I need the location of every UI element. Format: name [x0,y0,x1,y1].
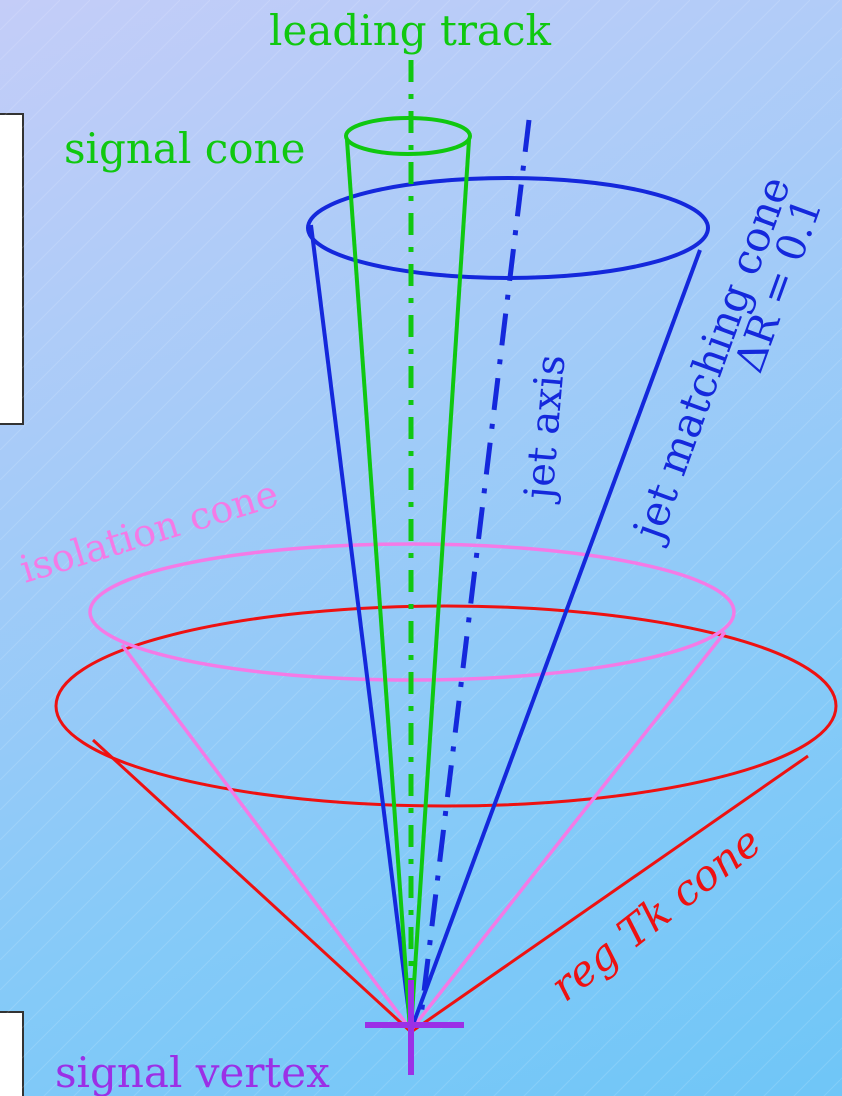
reg-tk-cone-right-edge [410,754,809,1034]
isolation-cone-right-edge [409,630,727,1032]
signal-cone-label: signal cone [64,124,305,173]
signal-cone-ellipse [344,116,472,156]
signal-cone [344,116,472,1031]
signal-vertex-marker [365,980,464,1075]
jet-matching-cone [306,176,710,1031]
leading-track-label: leading track [269,6,551,55]
signal-vertex-label: signal vertex [55,1048,330,1096]
reg-tk-cone-left-edge [91,738,413,1034]
signal-cone-left-edge [345,139,412,1031]
jet-matching-cone-right-edge [409,249,702,1031]
signal-cone-right-edge [409,139,471,1031]
reg-tk-cone [54,604,838,1034]
isolation-cone-left-edge [120,643,413,1032]
reg-tk-cone-ellipse [54,604,838,808]
jet-axis-line [417,119,532,1026]
jet-matching-cone-left-edge [309,224,413,1031]
